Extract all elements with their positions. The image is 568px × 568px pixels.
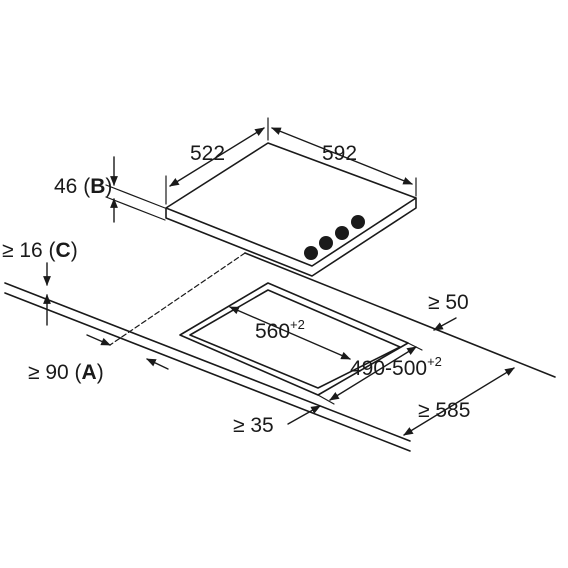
label-worktop-depth: ≥ 585 xyxy=(418,399,470,422)
ref-B: B xyxy=(90,175,105,198)
label-cutout-width: 560+2 xyxy=(255,317,305,343)
control-knob-1 xyxy=(304,246,318,260)
ref-A: A xyxy=(82,361,97,384)
dimension-front-clearance xyxy=(86,334,169,370)
dimension-side-clearance xyxy=(287,405,321,425)
dimension-hob-width xyxy=(267,117,417,197)
label-hob-depth: 522 xyxy=(190,142,225,165)
dimension-hob-depth xyxy=(165,127,265,205)
label-cutout-depth: 490-500+2 xyxy=(350,354,442,380)
control-knob-4 xyxy=(351,215,365,229)
worktop xyxy=(4,252,556,452)
dimension-rear-clearance xyxy=(433,317,457,331)
control-knob-3 xyxy=(335,226,349,240)
dimension-worktop-depth xyxy=(403,367,515,436)
label-rear-clearance: ≥ 50 xyxy=(428,291,469,314)
label-side-clearance: ≥ 35 xyxy=(233,414,274,437)
control-knob-2 xyxy=(319,236,333,250)
label-hob-height: 46 (B) xyxy=(54,175,112,198)
dimension-cutout-depth xyxy=(317,342,423,405)
ref-C: C xyxy=(56,239,71,262)
label-front-clearance: ≥ 90 (A) xyxy=(28,361,104,384)
label-hob-width: 592 xyxy=(322,142,357,165)
label-worktop-thickness: ≥ 16 (C) xyxy=(2,239,78,262)
dimension-hob-height xyxy=(105,156,166,223)
